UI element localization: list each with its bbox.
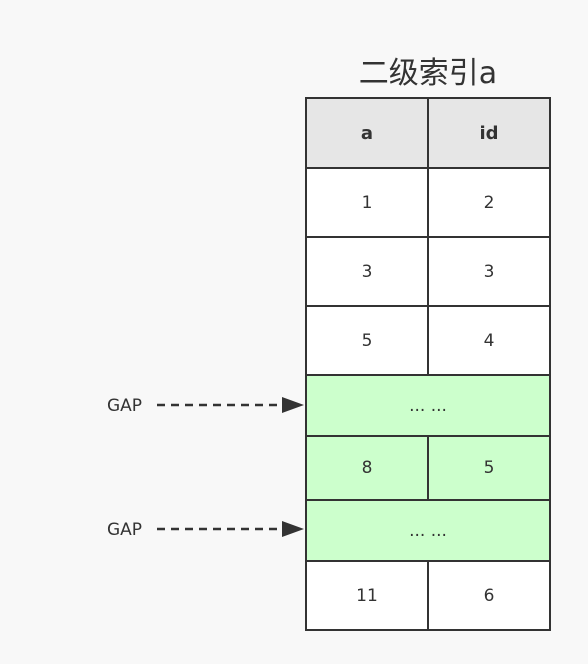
index-title: 二级索引a (358, 56, 498, 91)
column-header-id: id (427, 99, 549, 167)
gap-cell: ... ... (307, 501, 549, 560)
gap-label: GAP (107, 396, 143, 416)
table-row: 11 6 (307, 560, 549, 629)
cell-a: 11 (307, 562, 427, 629)
gap-row: ... ... (307, 374, 549, 435)
gap-label: GAP (107, 520, 143, 540)
cell-id: 5 (427, 437, 549, 499)
gap-cell: ... ... (307, 376, 549, 435)
cell-id: 4 (427, 307, 549, 374)
cell-id: 2 (427, 169, 549, 236)
cell-id: 6 (427, 562, 549, 629)
cell-id: 3 (427, 238, 549, 305)
cell-a: 3 (307, 238, 427, 305)
gap-row: ... ... (307, 499, 549, 560)
table-row: 1 2 (307, 167, 549, 236)
cell-a: 1 (307, 169, 427, 236)
cell-a: 8 (307, 437, 427, 499)
gap-arrow (157, 521, 304, 537)
table-row: 5 4 (307, 305, 549, 374)
table-row: 3 3 (307, 236, 549, 305)
table-header-row: a id (307, 99, 549, 167)
column-header-a: a (307, 99, 427, 167)
cell-a: 5 (307, 307, 427, 374)
index-table: a id 1 2 3 3 5 4 ... ... 8 5 ... ... 11 … (305, 97, 551, 631)
gap-arrow (157, 397, 304, 413)
table-row: 8 5 (307, 435, 549, 499)
